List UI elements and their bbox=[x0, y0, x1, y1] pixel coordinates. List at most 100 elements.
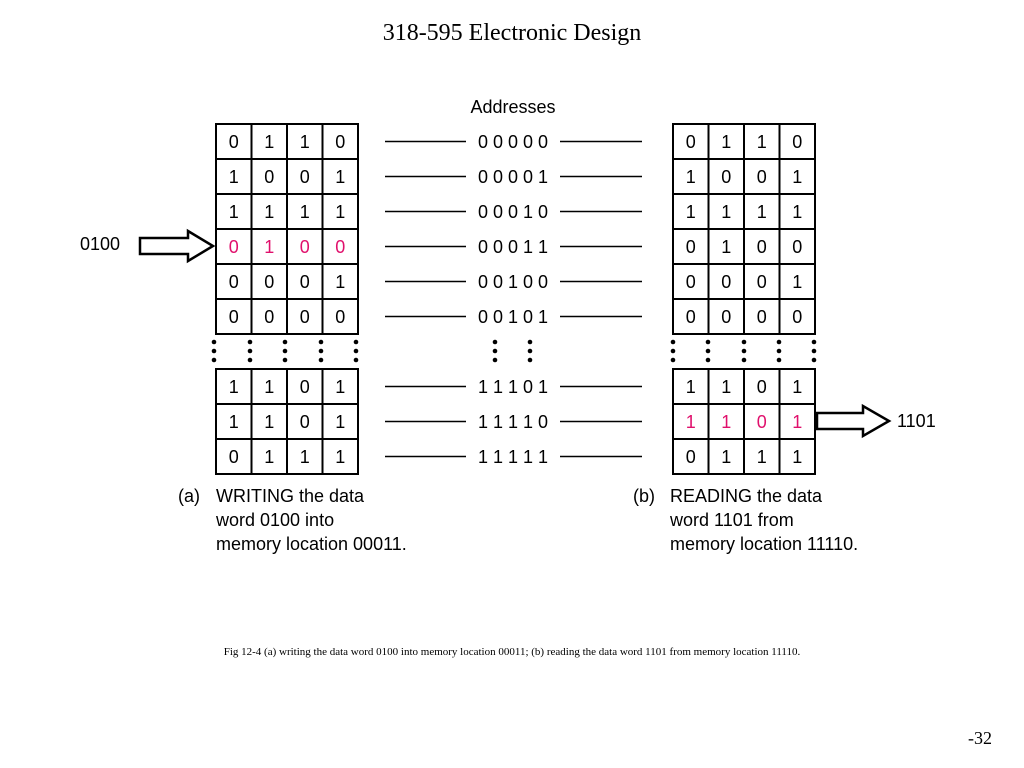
memory-bit: 1 bbox=[721, 237, 731, 257]
caption-a-line: WRITING the data bbox=[216, 486, 365, 506]
memory-bit: 0 bbox=[792, 132, 802, 152]
memory-bit: 1 bbox=[229, 412, 239, 432]
right-arrow-icon bbox=[815, 403, 892, 439]
memory-bit: 0 bbox=[264, 307, 274, 327]
memory-cell bbox=[743, 158, 781, 195]
ellipsis-dot bbox=[670, 348, 676, 354]
memory-cell bbox=[286, 438, 324, 475]
output-arrow: 1101 bbox=[815, 403, 936, 439]
memory-bit: 0 bbox=[264, 167, 274, 187]
memory-bit: 0 bbox=[686, 237, 696, 257]
ellipsis-dot bbox=[670, 339, 676, 345]
memory-cell bbox=[250, 368, 288, 405]
memory-bit: 0 bbox=[335, 307, 345, 327]
memory-cell bbox=[778, 158, 816, 195]
memory-bit: 1 bbox=[229, 202, 239, 222]
ellipsis-dot bbox=[741, 348, 747, 354]
ellipsis-dot bbox=[318, 339, 324, 345]
memory-bit: 0 bbox=[229, 272, 239, 292]
memory-bit: 1 bbox=[721, 377, 731, 397]
address-label: 0 0 1 0 1 bbox=[478, 307, 548, 327]
address-label: 1 1 1 1 0 bbox=[478, 412, 548, 432]
address-label: 1 1 1 0 1 bbox=[478, 377, 548, 397]
memory-bit: 1 bbox=[792, 272, 802, 292]
memory-cell bbox=[250, 228, 288, 265]
ellipsis-dot bbox=[282, 339, 288, 345]
memory-bit: 0 bbox=[335, 132, 345, 152]
ellipsis-dot bbox=[811, 339, 817, 345]
memory-cell bbox=[707, 298, 745, 335]
slide-title: 318-595 Electronic Design bbox=[382, 20, 642, 46]
figure-caption: Fig 12-4 (a) writing the data word 0100 … bbox=[223, 646, 801, 658]
memory-cell bbox=[215, 263, 253, 300]
memory-cell bbox=[778, 263, 816, 300]
memory-cell bbox=[286, 228, 324, 265]
memory-bit: 1 bbox=[792, 202, 802, 222]
memory-bit: 0 bbox=[686, 447, 696, 467]
memory-cell bbox=[743, 438, 781, 475]
memory-bit: 1 bbox=[264, 447, 274, 467]
memory-cell bbox=[286, 123, 324, 160]
input-arrow: 0100 bbox=[80, 228, 216, 264]
addresses-header: Addresses bbox=[470, 97, 555, 117]
memory-bit: 1 bbox=[686, 412, 696, 432]
memory-bit: 0 bbox=[264, 272, 274, 292]
ellipsis-dot bbox=[492, 357, 498, 363]
memory-cell bbox=[707, 228, 745, 265]
memory-cell bbox=[321, 403, 359, 440]
ellipsis-dot bbox=[527, 339, 533, 345]
address-label: 0 0 1 0 0 bbox=[478, 272, 548, 292]
ellipsis-dot bbox=[247, 348, 253, 354]
caption-b-line: READING the data bbox=[670, 486, 823, 506]
ellipsis-dot bbox=[247, 357, 253, 363]
memory-bit: 1 bbox=[335, 167, 345, 187]
memory-cell bbox=[321, 368, 359, 405]
ellipsis-dot bbox=[211, 357, 217, 363]
caption-b-label: (b) bbox=[633, 486, 655, 506]
memory-cell bbox=[672, 403, 710, 440]
memory-bit: 0 bbox=[335, 237, 345, 257]
caption-a-line: word 0100 into bbox=[216, 510, 335, 530]
memory-cell bbox=[286, 263, 324, 300]
memory-bit: 1 bbox=[721, 447, 731, 467]
memory-cell bbox=[215, 368, 253, 405]
memory-bit: 1 bbox=[335, 377, 345, 397]
ellipsis-dot bbox=[705, 357, 711, 363]
memory-bit: 0 bbox=[300, 272, 310, 292]
memory-bit: 0 bbox=[686, 272, 696, 292]
ellipsis-dot bbox=[282, 357, 288, 363]
memory-bit: 1 bbox=[792, 167, 802, 187]
memory-bit: 0 bbox=[792, 307, 802, 327]
output-word: 1101 bbox=[897, 411, 936, 431]
memory-bit: 1 bbox=[335, 202, 345, 222]
ellipsis-dot bbox=[492, 348, 498, 354]
memory-cell bbox=[743, 298, 781, 335]
memory-cell bbox=[215, 123, 253, 160]
memory-bit: 0 bbox=[757, 167, 767, 187]
ellipsis-dot bbox=[318, 357, 324, 363]
address-label: 0 0 0 1 1 bbox=[478, 237, 548, 257]
ellipsis-dot bbox=[353, 357, 359, 363]
memory-bit: 0 bbox=[721, 272, 731, 292]
memory-bit: 1 bbox=[264, 132, 274, 152]
memory-bit: 0 bbox=[757, 377, 767, 397]
memory-bit: 1 bbox=[300, 132, 310, 152]
memory-bit: 1 bbox=[792, 412, 802, 432]
memory-bit: 1 bbox=[229, 167, 239, 187]
memory-bit: 1 bbox=[335, 412, 345, 432]
memory-bit: 1 bbox=[721, 202, 731, 222]
ellipsis-dot bbox=[353, 339, 359, 345]
ellipsis-dot bbox=[527, 348, 533, 354]
memory-cell bbox=[250, 263, 288, 300]
address-label: 0 0 0 1 0 bbox=[478, 202, 548, 222]
memory-bit: 1 bbox=[300, 202, 310, 222]
memory-cell bbox=[321, 158, 359, 195]
memory-bit: 1 bbox=[686, 202, 696, 222]
memory-cell bbox=[321, 438, 359, 475]
page-number: -32 bbox=[968, 728, 992, 748]
ellipsis-dot bbox=[353, 348, 359, 354]
ellipsis-dot bbox=[705, 339, 711, 345]
memory-cell bbox=[778, 193, 816, 230]
